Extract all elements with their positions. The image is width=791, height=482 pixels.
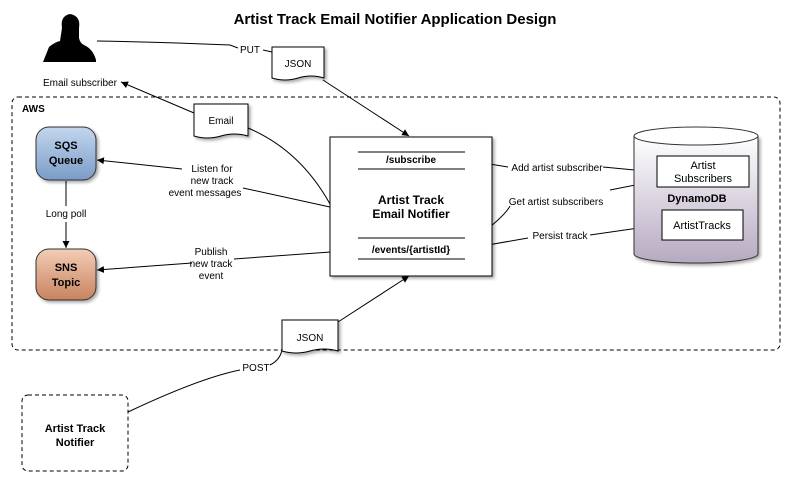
sns-label-line2: Topic xyxy=(52,277,81,289)
sqs-queue-node: SQS Queue xyxy=(35,126,97,181)
artist-subscribers-line2: Subscribers xyxy=(674,173,733,185)
add-subscriber-label: Add artist subscriber xyxy=(511,163,603,174)
sqs-label-line2: Queue xyxy=(49,155,83,167)
aws-label: AWS xyxy=(22,104,45,115)
external-notifier-node: Artist Track Notifier xyxy=(21,394,129,472)
sns-label-line1: SNS xyxy=(55,262,78,274)
artist-tracks-label: ArtistTracks xyxy=(673,220,731,232)
artist-tracks-table xyxy=(661,209,744,241)
persist-track-label: Persist track xyxy=(532,231,588,242)
email-document-label: Email xyxy=(208,116,233,127)
post-label: POST xyxy=(242,363,269,374)
diagram-title: Artist Track Email Notifier Application … xyxy=(234,11,557,28)
publish-label-line1: Publish xyxy=(195,247,228,258)
publish-label-line3: event xyxy=(199,271,224,282)
email-subscriber-label: Email subscriber xyxy=(43,78,118,89)
sqs-label-line1: SQS xyxy=(54,140,77,152)
publish-label-line2: new track xyxy=(190,259,234,270)
get-subscribers-label: Get artist subscribers xyxy=(509,197,603,208)
listen-label-line3: event messages xyxy=(169,188,242,199)
json-document-bottom-label: JSON xyxy=(297,333,324,344)
dynamodb-label: DynamoDB xyxy=(667,193,726,205)
events-endpoint: /events/{artistId} xyxy=(372,245,450,256)
put-label: PUT xyxy=(240,45,260,56)
artist-subscribers-line1: Artist xyxy=(690,160,715,172)
sns-topic-node: SNS Topic xyxy=(35,248,97,301)
aws-boundary xyxy=(11,96,781,351)
json-document-top: JSON xyxy=(271,46,325,81)
external-notifier-line1: Artist Track xyxy=(45,423,106,435)
email-notifier-node: /subscribe Artist Track Email Notifier /… xyxy=(329,136,493,277)
json-document-bottom: JSON xyxy=(281,319,339,354)
email-document: Email xyxy=(193,103,249,139)
json-document-top-label: JSON xyxy=(285,59,312,70)
publish-label: Publish new track event xyxy=(190,247,234,282)
long-poll-label: Long poll xyxy=(46,209,87,220)
dynamodb-node: Artist Subscribers DynamoDB ArtistTracks xyxy=(633,126,759,264)
artist-subscribers-table xyxy=(656,155,750,188)
user-silhouette-icon xyxy=(43,14,96,62)
listen-label-line1: Listen for xyxy=(191,164,233,175)
notifier-title-line2: Email Notifier xyxy=(372,207,450,221)
subscribe-endpoint: /subscribe xyxy=(386,155,436,166)
listen-label: Listen for new track event messages xyxy=(169,164,242,199)
notifier-title-line1: Artist Track xyxy=(378,193,444,207)
listen-label-line2: new track xyxy=(191,176,235,187)
external-notifier-line2: Notifier xyxy=(56,437,95,449)
